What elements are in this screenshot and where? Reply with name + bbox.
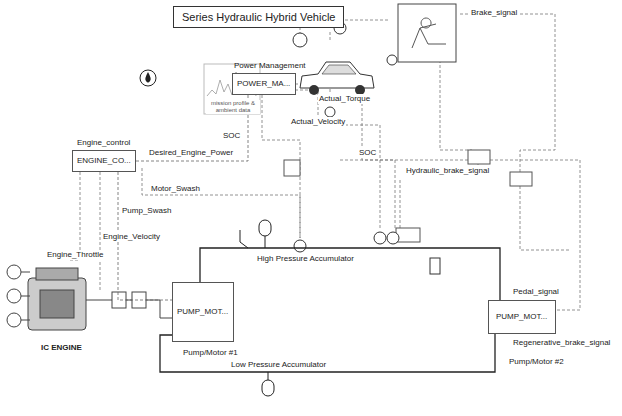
block-name: PUMP_MOT... <box>177 307 228 317</box>
signal-name: Regenerative_brake_signal <box>512 338 611 348</box>
signal-name: IC ENGINE <box>40 343 83 353</box>
block-heading: Power Management <box>234 61 306 71</box>
signal-name: Actual_Torque <box>318 94 371 104</box>
signal-name: Engine_Throttle <box>46 250 104 260</box>
block-name: ENGINE_CO... <box>77 156 131 166</box>
block-box: POWER_MA...Power Management <box>232 73 296 95</box>
signal-name: SOC <box>222 131 241 141</box>
block-heading: Pump/Motor #1 <box>183 348 238 358</box>
signal-name: Actual_Velocity <box>290 117 346 127</box>
signal-name: SOC <box>358 148 377 158</box>
signal-name: Hydraulic_brake_signal <box>405 166 490 176</box>
block-heading: Engine_control <box>77 138 130 148</box>
block-name: POWER_MA... <box>237 79 290 89</box>
signal-name: High Pressure Accumulator <box>256 254 355 264</box>
signal-name: Low Pressure Accumulator <box>230 360 327 370</box>
signal-name: Pump_Swash <box>121 206 172 216</box>
signal-name: Pedal_signal <box>512 287 560 297</box>
block-heading: Pump/Motor #2 <box>509 357 564 367</box>
block-name: PUMP_MOT... <box>496 312 547 322</box>
signal-name: mission profile & ambient data <box>206 100 260 114</box>
block-box: ENGINE_CO...Engine_control <box>72 150 136 172</box>
signal-name: Engine_Velocity <box>102 232 161 242</box>
block-box: PUMP_MOT...Pump/Motor #1 <box>172 282 234 342</box>
signal-name: Desired_Engine_Power <box>148 148 234 158</box>
diagram-title: Series Hydraulic Hybrid Vehicle <box>173 6 344 28</box>
signal-name: Brake_signal <box>470 8 518 18</box>
block-box: PUMP_MOT...Pump/Motor #2 <box>488 300 556 334</box>
signal-name: Motor_Swash <box>150 184 201 194</box>
hydraulic-line <box>200 248 500 300</box>
